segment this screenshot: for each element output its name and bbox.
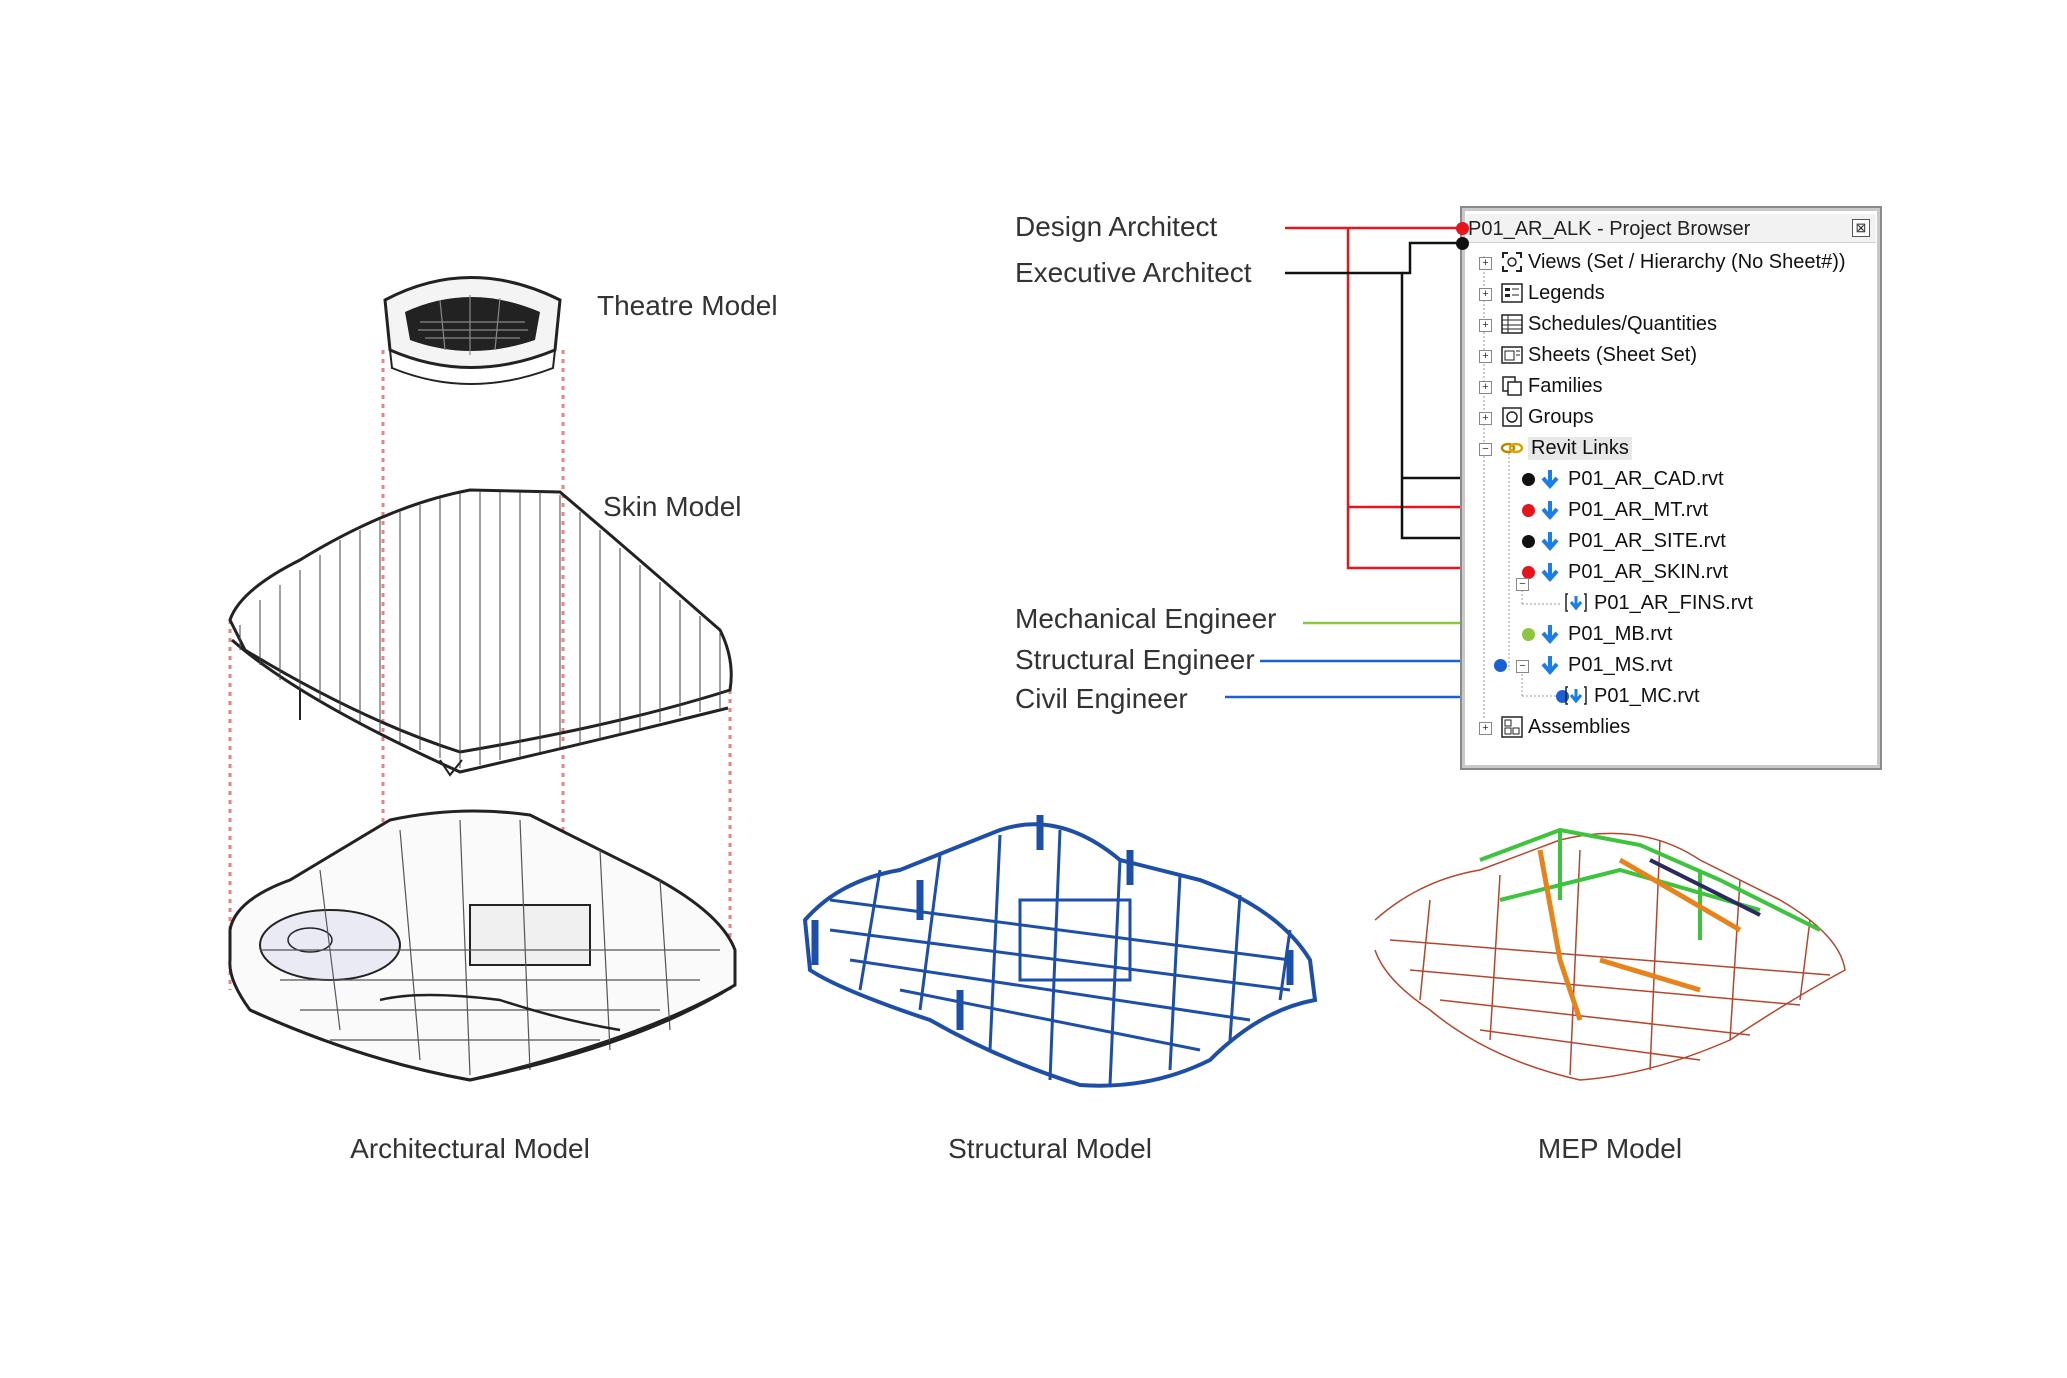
architectural-model-drawing: [228, 809, 737, 1082]
collapse-icon[interactable]: −: [1516, 660, 1529, 673]
link-item-ar-cad[interactable]: P01_AR_CAD.rvt: [1462, 465, 1880, 495]
role-label-civil-engineer: Civil Engineer: [1015, 683, 1188, 714]
link-arrow-icon: [1541, 501, 1559, 521]
project-browser-titlebar: P01_AR_ALK - Project Browser ⊠: [1466, 214, 1876, 243]
nested-link-icon: [1565, 593, 1587, 612]
skin-model-drawing: [228, 488, 733, 777]
link-label: P01_MC.rvt: [1594, 685, 1700, 707]
legends-icon: [1501, 283, 1523, 303]
close-icon[interactable]: ⊠: [1852, 219, 1870, 237]
revit-links-icon: [1500, 442, 1524, 454]
link-item-ms[interactable]: − P01_MS.rvt: [1462, 651, 1880, 681]
collapse-icon[interactable]: −: [1479, 443, 1492, 456]
caption-theatre-model: Theatre Model: [597, 290, 778, 321]
tree-item-legends[interactable]: + Legends: [1462, 279, 1880, 309]
link-arrow-icon: [1541, 563, 1559, 583]
expand-icon[interactable]: +: [1479, 722, 1492, 735]
expand-icon[interactable]: +: [1479, 350, 1492, 363]
tree-item-label: Legends: [1528, 282, 1605, 304]
link-label: P01_AR_SKIN.rvt: [1568, 561, 1729, 583]
link-arrow-icon: [1541, 532, 1559, 552]
link-label: P01_MS.rvt: [1568, 654, 1673, 676]
tree-item-groups[interactable]: + Groups: [1462, 403, 1880, 433]
link-item-ar-skin[interactable]: − P01_AR_SKIN.rvt: [1462, 558, 1880, 591]
owner-dot: [1522, 535, 1535, 548]
endpoint-dot-executive-architect: [1456, 237, 1469, 250]
expand-icon[interactable]: +: [1479, 319, 1492, 332]
link-label: P01_AR_MT.rvt: [1568, 499, 1709, 521]
sheets-icon: [1501, 346, 1523, 364]
caption-structural-model: Structural Model: [948, 1133, 1152, 1164]
role-label-design-architect: Design Architect: [1015, 211, 1218, 242]
link-label: P01_AR_FINS.rvt: [1594, 592, 1753, 614]
expand-icon[interactable]: +: [1479, 257, 1492, 270]
link-label: P01_AR_SITE.rvt: [1568, 530, 1726, 552]
link-item-mb[interactable]: P01_MB.rvt: [1462, 620, 1880, 650]
tree-item-label: Views (Set / Hierarchy (No Sheet#)): [1528, 251, 1846, 273]
structural-model-drawing: [802, 815, 1318, 1088]
expand-icon[interactable]: +: [1479, 288, 1492, 301]
role-label-mechanical-engineer: Mechanical Engineer: [1015, 603, 1277, 634]
tree-item-schedules[interactable]: + Schedules/Quantities: [1462, 310, 1880, 340]
role-label-structural-engineer: Structural Engineer: [1015, 644, 1255, 675]
tree-item-label: Revit Links: [1528, 437, 1632, 460]
project-browser-title: P01_AR_ALK - Project Browser: [1468, 218, 1751, 240]
owner-dot: [1494, 659, 1507, 672]
tree-guides: [1483, 256, 1562, 718]
role-label-executive-architect: Executive Architect: [1015, 257, 1252, 288]
views-icon: [1502, 252, 1522, 272]
link-arrow-icon: [1541, 656, 1559, 676]
expand-icon[interactable]: +: [1479, 412, 1492, 425]
theatre-model-drawing: [383, 276, 562, 385]
families-icon: [1502, 376, 1522, 396]
tree-item-sheets[interactable]: + Sheets (Sheet Set): [1462, 341, 1880, 371]
mep-model-drawing: [1374, 827, 1846, 1081]
tree-item-label: Families: [1528, 375, 1603, 397]
project-browser-panel: P01_AR_ALK - Project Browser ⊠ + Views (…: [1460, 206, 1882, 770]
tree-item-label: Groups: [1528, 406, 1594, 428]
tree-item-revit-links[interactable]: − Revit Links: [1462, 434, 1880, 464]
caption-skin-model: Skin Model: [603, 491, 742, 522]
link-label: P01_MB.rvt: [1568, 623, 1673, 645]
owner-dot: [1522, 628, 1535, 641]
tree-item-assemblies[interactable]: + Assemblies: [1462, 713, 1880, 743]
endpoint-dot-design-architect: [1456, 222, 1469, 235]
assemblies-icon: [1501, 716, 1523, 738]
link-item-ar-fins[interactable]: P01_AR_FINS.rvt: [1462, 589, 1880, 619]
caption-mep-model: MEP Model: [1537, 1133, 1683, 1164]
tree-item-label: Schedules/Quantities: [1528, 313, 1718, 335]
groups-icon: [1502, 407, 1522, 427]
nested-link-icon: [1565, 686, 1587, 705]
link-item-ar-mt[interactable]: P01_AR_MT.rvt: [1462, 496, 1880, 526]
link-arrow-icon: [1541, 625, 1559, 645]
link-label: P01_AR_CAD.rvt: [1568, 468, 1724, 490]
owner-dot: [1522, 473, 1535, 486]
tree-item-label: Assemblies: [1528, 716, 1631, 738]
expand-icon[interactable]: +: [1479, 381, 1492, 394]
link-arrow-icon: [1541, 470, 1559, 490]
link-item-ar-site[interactable]: P01_AR_SITE.rvt: [1462, 527, 1880, 557]
link-item-mc[interactable]: P01_MC.rvt: [1462, 682, 1880, 712]
owner-dot: [1522, 566, 1535, 579]
collapse-icon[interactable]: −: [1516, 578, 1529, 591]
tree-item-label: Sheets (Sheet Set): [1528, 344, 1697, 366]
caption-architectural-model: Architectural Model: [350, 1133, 590, 1164]
owner-dot: [1522, 504, 1535, 517]
tree-item-families[interactable]: + Families: [1462, 372, 1880, 402]
tree-item-views[interactable]: + Views (Set / Hierarchy (No Sheet#)): [1462, 248, 1880, 278]
schedules-icon: [1501, 314, 1523, 334]
